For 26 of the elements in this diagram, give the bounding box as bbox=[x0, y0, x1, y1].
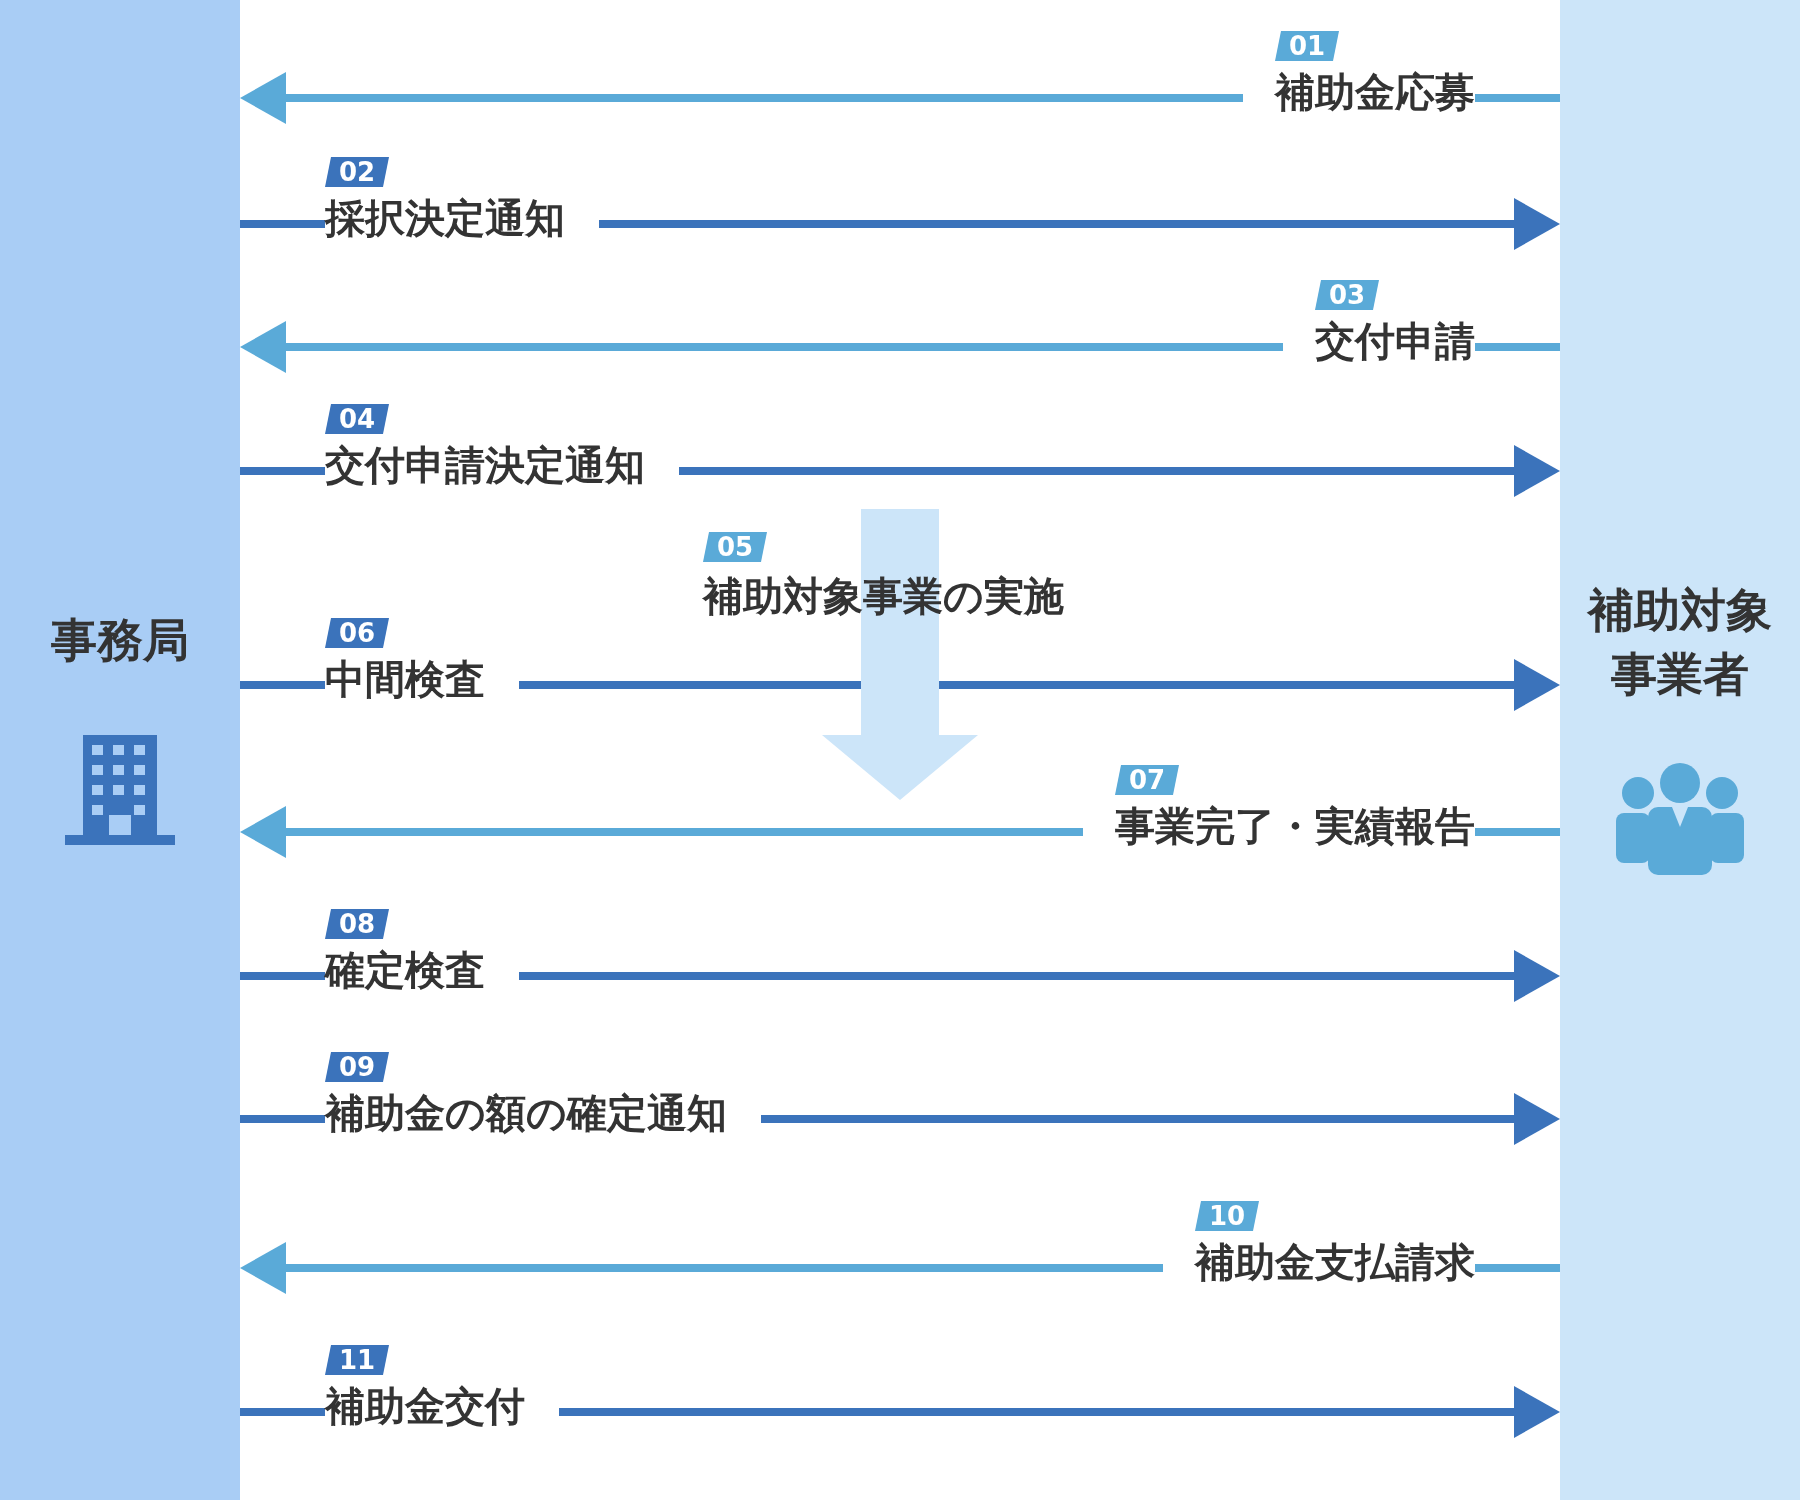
edge-label: 交付申請決定通知 bbox=[325, 443, 679, 487]
edge-label: 補助金支払請求 bbox=[1163, 1240, 1475, 1284]
edge-label: 中間検査 bbox=[325, 657, 519, 701]
step-number-badge: 08 bbox=[325, 909, 389, 939]
step-number-badge: 11 bbox=[325, 1345, 389, 1375]
lane-title: 事務局 bbox=[50, 612, 190, 669]
step-label: 補助対象事業の実施 bbox=[703, 574, 1064, 618]
step-number-badge: 06 bbox=[325, 618, 389, 648]
edge-label: 採択決定通知 bbox=[325, 196, 599, 240]
edge-label: 事業完了・実績報告 bbox=[1083, 804, 1475, 848]
step-number-badge: 04 bbox=[325, 404, 389, 434]
edge-label: 交付申請 bbox=[1283, 319, 1475, 363]
step-number-badge: 01 bbox=[1275, 31, 1339, 61]
edge-label: 補助金応募 bbox=[1243, 70, 1475, 114]
step-number-badge: 10 bbox=[1195, 1201, 1259, 1231]
step-number-badge: 03 bbox=[1315, 280, 1379, 310]
step-number-badge: 05 bbox=[703, 532, 767, 562]
lane-title: 補助対象事業者 bbox=[1586, 582, 1773, 703]
swimlane-panel bbox=[1560, 0, 1800, 1500]
edge-label: 確定検査 bbox=[325, 948, 519, 992]
swimlane-panel bbox=[0, 0, 240, 1500]
step-number-badge: 09 bbox=[325, 1052, 389, 1082]
edge-label: 補助金交付 bbox=[325, 1384, 559, 1428]
edge-label: 補助金の額の確定通知 bbox=[325, 1091, 761, 1135]
step-number-badge: 07 bbox=[1115, 765, 1179, 795]
step-number-badge: 02 bbox=[325, 157, 389, 187]
